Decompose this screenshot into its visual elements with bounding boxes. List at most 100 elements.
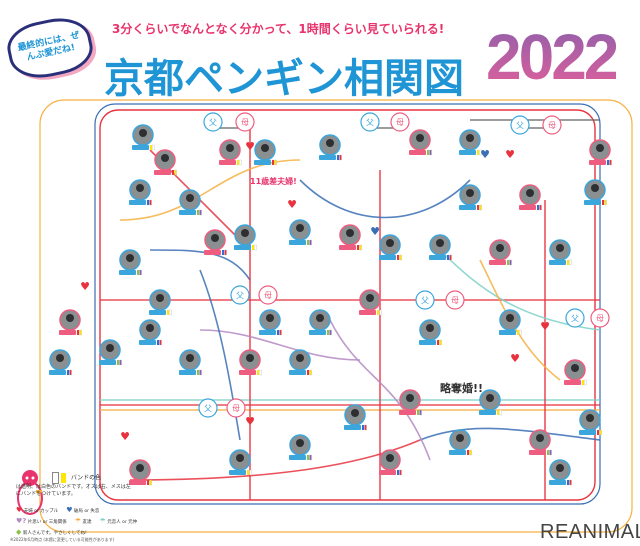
mother-label: 母 xyxy=(241,118,249,127)
penguin-head-icon xyxy=(241,229,249,237)
band-color xyxy=(169,309,172,316)
name-tag xyxy=(344,425,361,430)
mother-badge xyxy=(235,112,255,132)
penguin-head-icon xyxy=(136,464,144,472)
penguin-head-icon xyxy=(236,454,244,462)
mother-badge xyxy=(390,112,410,132)
year-title: 2022 xyxy=(486,21,619,93)
band-color xyxy=(174,169,177,176)
band-color xyxy=(567,480,569,485)
penguin-head-icon xyxy=(506,314,514,322)
band-color xyxy=(449,254,452,261)
name-tag xyxy=(99,360,116,365)
band-color xyxy=(469,449,472,456)
band-color xyxy=(172,170,174,175)
father-label: 父 xyxy=(571,314,579,323)
name-tag xyxy=(479,410,496,415)
name-tag xyxy=(409,150,426,155)
band-color xyxy=(479,149,482,156)
band-color xyxy=(147,200,149,205)
penguin-head-icon xyxy=(456,434,464,442)
penguin-head-icon xyxy=(211,234,219,242)
band-color xyxy=(427,150,429,155)
penguin-head-icon xyxy=(139,129,147,137)
name-tag xyxy=(359,310,376,315)
band-color xyxy=(197,370,199,375)
penguin-head-icon xyxy=(496,244,504,252)
mother-label: 母 xyxy=(232,404,240,413)
penguin-head-icon xyxy=(406,394,414,402)
mother-label: 母 xyxy=(548,121,556,130)
band-color xyxy=(517,330,519,335)
band-color xyxy=(327,330,329,335)
band-color xyxy=(137,270,139,275)
penguin-head-icon xyxy=(466,134,474,142)
penguin-head-icon xyxy=(186,354,194,362)
band-color xyxy=(237,160,239,165)
band-color xyxy=(467,450,469,455)
band-color xyxy=(197,210,199,215)
legend-friends: ☂ 友達 xyxy=(74,517,92,525)
band-color xyxy=(67,370,69,375)
band-color xyxy=(272,160,274,165)
red-frame xyxy=(99,109,596,501)
name-tag xyxy=(529,450,546,455)
penguin-head-icon xyxy=(56,354,64,362)
band-color xyxy=(149,199,152,206)
heart-icon: ♥ xyxy=(480,148,490,161)
name-tag xyxy=(319,155,336,160)
mother-label: 母 xyxy=(596,314,604,323)
penguin-head-icon xyxy=(536,434,544,442)
penguin-head-icon xyxy=(296,439,304,447)
relation-line xyxy=(329,319,431,461)
penguin-head-icon xyxy=(156,294,164,302)
penguin-head-icon xyxy=(106,344,114,352)
penguin-head-icon xyxy=(146,324,154,332)
subtitle: 3分くらいでなんとなく分かって、1時間くらい見ていられる! xyxy=(112,22,445,36)
penguin-head-icon xyxy=(316,314,324,322)
band-color xyxy=(377,310,379,315)
bubble-text: 最終的には、ぜんぶ愛だね! xyxy=(16,30,81,63)
penguin-head-icon xyxy=(351,409,359,417)
legend-breakup: ♥ 破局 or 失恋 xyxy=(66,506,100,514)
watermark: REANIMAL xyxy=(540,521,640,543)
band-color xyxy=(362,425,364,430)
penguin-head-icon xyxy=(186,194,194,202)
heart-icon: ♥ xyxy=(245,140,255,153)
name-tag xyxy=(589,160,606,165)
band-color xyxy=(357,245,359,250)
name-tag xyxy=(519,205,536,210)
band-color xyxy=(567,260,569,265)
heart-icon: ♥ xyxy=(287,198,297,211)
name-tag xyxy=(399,410,416,415)
name-tag xyxy=(129,480,146,485)
band-color xyxy=(309,369,312,376)
band-color xyxy=(252,245,254,250)
penguin-head-icon xyxy=(296,224,304,232)
penguin-head-icon xyxy=(486,394,494,402)
band-color xyxy=(499,409,502,416)
band-color xyxy=(329,329,332,336)
band-color xyxy=(279,329,282,336)
penguin-head-icon xyxy=(226,144,234,152)
father-label: 父 xyxy=(421,296,429,305)
mother-label: 母 xyxy=(396,118,404,127)
band-color xyxy=(274,159,277,166)
band-color xyxy=(339,154,342,161)
father-label: 父 xyxy=(209,118,217,127)
name-tag xyxy=(289,370,306,375)
band-color xyxy=(607,160,609,165)
band-color xyxy=(149,479,152,486)
name-tag xyxy=(234,245,251,250)
relation-line xyxy=(199,329,361,361)
band-color xyxy=(597,430,599,435)
band-color xyxy=(307,370,309,375)
penguin-head-icon xyxy=(526,189,534,197)
name-tag xyxy=(449,450,466,455)
penguin-head-icon xyxy=(246,354,254,362)
name-tag xyxy=(499,330,516,335)
father-badge xyxy=(415,290,435,310)
page-title: 京都ペンギン相関図 xyxy=(104,56,464,102)
father-label: 父 xyxy=(204,404,212,413)
